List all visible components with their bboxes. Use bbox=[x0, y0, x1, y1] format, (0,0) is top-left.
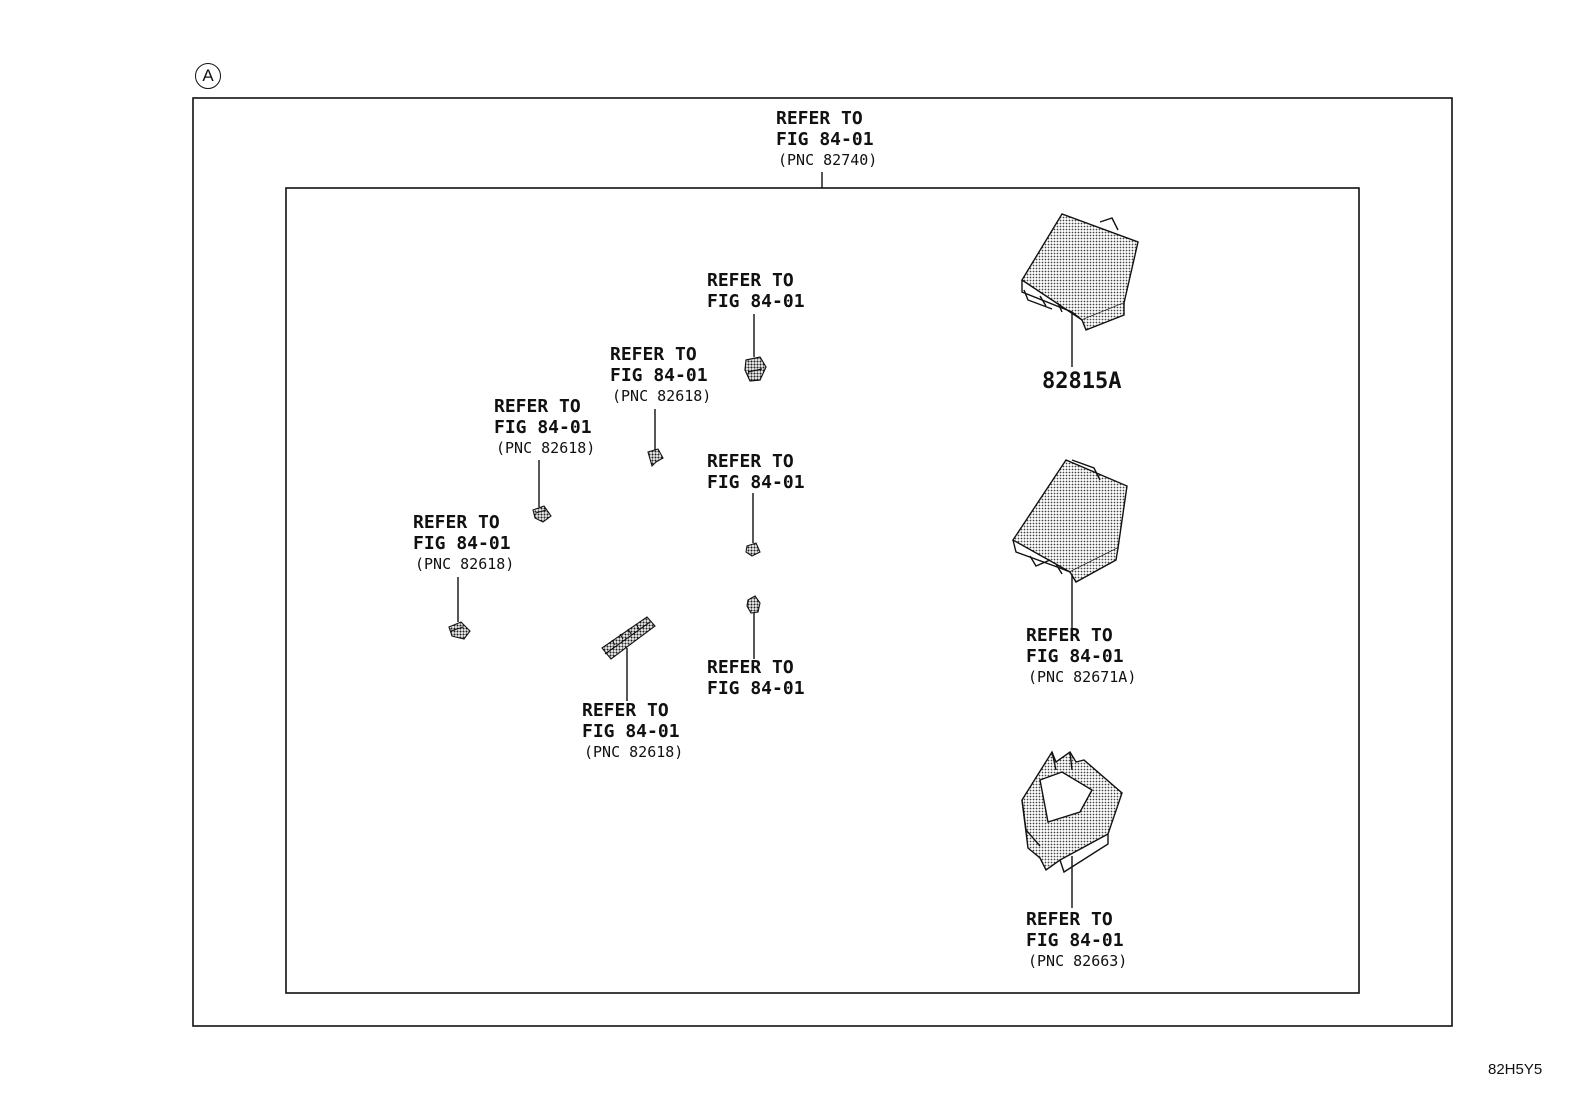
small-connector-upper bbox=[744, 356, 767, 382]
view-marker-circle: A bbox=[195, 63, 221, 89]
callout-center: REFER TO FIG 84-01 bbox=[707, 451, 805, 493]
callout-mid2: REFER TO FIG 84-01 (PNC 82618) bbox=[494, 396, 596, 457]
relay-box-82671A bbox=[1012, 459, 1128, 583]
small-connector-center bbox=[745, 542, 761, 557]
small-connector-left bbox=[448, 621, 471, 640]
drawing-code: 82H5Y5 bbox=[1488, 1061, 1543, 1078]
lower-box-82663 bbox=[1021, 750, 1123, 874]
part-number-label: 82815A bbox=[1042, 369, 1122, 394]
view-marker-letter: A bbox=[202, 66, 214, 85]
callout-lower: REFER TO FIG 84-01 bbox=[707, 657, 805, 699]
callout-upper: REFER TO FIG 84-01 bbox=[707, 270, 805, 312]
connector-strip bbox=[601, 616, 656, 660]
callout-box2: REFER TO FIG 84-01 (PNC 82671A) bbox=[1026, 625, 1137, 686]
small-connector-lower bbox=[746, 595, 761, 614]
relay-box-82815A bbox=[1021, 213, 1139, 331]
callout-left: REFER TO FIG 84-01 (PNC 82618) bbox=[413, 512, 515, 573]
callout-strip: REFER TO FIG 84-01 (PNC 82618) bbox=[582, 700, 684, 761]
callout-box3: REFER TO FIG 84-01 (PNC 82663) bbox=[1026, 909, 1128, 970]
small-connector-mid2 bbox=[532, 505, 552, 523]
outer-frame bbox=[192, 97, 1453, 1027]
inner-frame bbox=[285, 187, 1360, 994]
small-connector-mid1 bbox=[647, 448, 664, 468]
callout-top: REFER TO FIG 84-01 (PNC 82740) bbox=[776, 108, 878, 169]
leader-lines bbox=[457, 172, 1073, 908]
callout-mid1: REFER TO FIG 84-01 (PNC 82618) bbox=[610, 344, 712, 405]
